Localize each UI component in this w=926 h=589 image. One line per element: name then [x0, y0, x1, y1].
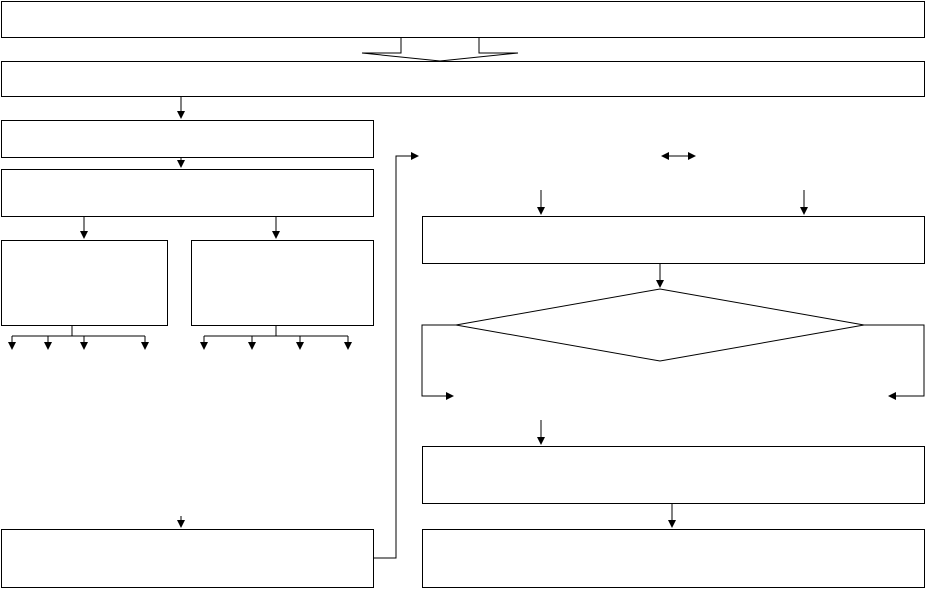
connector: [374, 155, 412, 559]
process-box: [422, 446, 925, 504]
arrowhead: [668, 520, 676, 528]
arrowhead: [44, 342, 52, 350]
arrowhead: [688, 152, 696, 160]
arrowhead: [296, 342, 304, 350]
arrowhead: [344, 342, 352, 350]
arrowhead: [200, 342, 208, 350]
arrowhead: [80, 342, 88, 350]
decision-diamond: [455, 288, 865, 362]
arrowheads: [8, 111, 896, 528]
arrowhead: [537, 437, 545, 445]
connectors: [11, 38, 925, 559]
arrowhead: [80, 231, 88, 239]
arrowhead: [8, 342, 16, 350]
arrowhead: [177, 520, 185, 528]
process-box: [191, 240, 374, 326]
arrowhead: [141, 342, 149, 350]
wide-arrow: [361, 38, 519, 62]
arrowhead: [411, 152, 419, 160]
process-box: [422, 216, 925, 264]
arrowhead: [177, 111, 185, 119]
arrowhead: [888, 392, 896, 400]
arrowhead: [446, 392, 454, 400]
arrowhead: [248, 342, 256, 350]
arrowhead: [272, 231, 280, 239]
process-box: [1, 529, 374, 588]
process-box: [1, 61, 925, 97]
process-box: [1, 1, 925, 38]
connector: [864, 324, 925, 397]
process-box: [1, 169, 374, 217]
connector: [421, 324, 456, 397]
arrowhead: [661, 152, 669, 160]
arrowhead: [656, 280, 664, 288]
process-box: [422, 529, 925, 588]
process-box: [1, 120, 374, 158]
arrowhead: [537, 207, 545, 215]
arrowhead: [800, 207, 808, 215]
arrowhead: [177, 160, 185, 168]
process-box: [1, 240, 168, 326]
